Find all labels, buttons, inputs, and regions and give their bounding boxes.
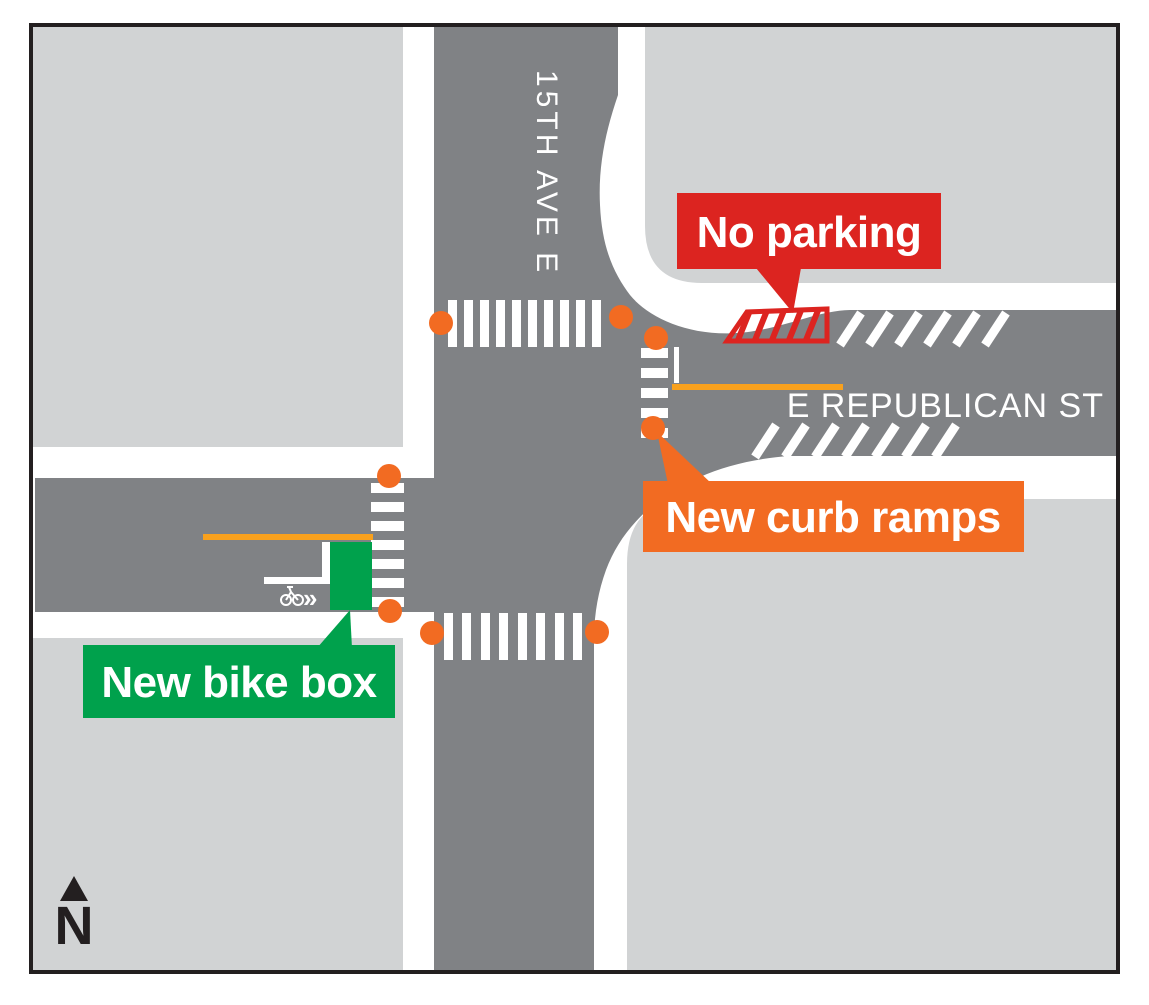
- block-northwest: [33, 27, 403, 447]
- curb-ramp-dot: [377, 464, 401, 488]
- crosswalk-south: [444, 613, 582, 660]
- bike-lane-lines: [264, 542, 330, 584]
- paint-line-west: [203, 534, 373, 540]
- parking-hatch-north: [836, 310, 1010, 348]
- callout-new-bike-box: New bike box: [83, 610, 395, 718]
- no-parking-zone: [722, 306, 830, 344]
- bike-symbol: »: [280, 583, 317, 613]
- north-arrow-icon: [60, 876, 88, 901]
- curb-ramp-dot: [585, 620, 609, 644]
- curb-ramp-dot: [609, 305, 633, 329]
- no-parking-label: No parking: [697, 208, 922, 257]
- curb-ramp-dots: [377, 305, 668, 645]
- street-label-15th-ave: 15TH AVE E: [530, 70, 563, 276]
- curb-ramp-dot: [420, 621, 444, 645]
- callout-no-parking: No parking: [677, 193, 941, 313]
- callout-new-curb-ramps: New curb ramps: [643, 432, 1024, 552]
- north-arrow: N: [55, 876, 94, 956]
- map-frame: [29, 23, 1120, 974]
- block-southeast: [627, 499, 1116, 970]
- street-label-e-republican: E REPUBLICAN ST: [787, 387, 1104, 425]
- paint-line-east: [672, 384, 843, 390]
- curb-ramp-dot: [644, 326, 668, 350]
- bike-chevrons: »: [303, 583, 317, 613]
- bike-box: [330, 542, 372, 610]
- parking-hatch-south: [751, 422, 960, 460]
- new-curb-ramps-label: New curb ramps: [665, 493, 1000, 542]
- stop-bar: [674, 347, 679, 383]
- new-bike-box-label: New bike box: [101, 658, 377, 707]
- curb-ramp-dot: [429, 311, 453, 335]
- road-network: [35, 27, 1116, 970]
- curb-ramp-dot: [378, 599, 402, 623]
- north-arrow-label: N: [55, 896, 94, 956]
- city-blocks: [33, 27, 1116, 970]
